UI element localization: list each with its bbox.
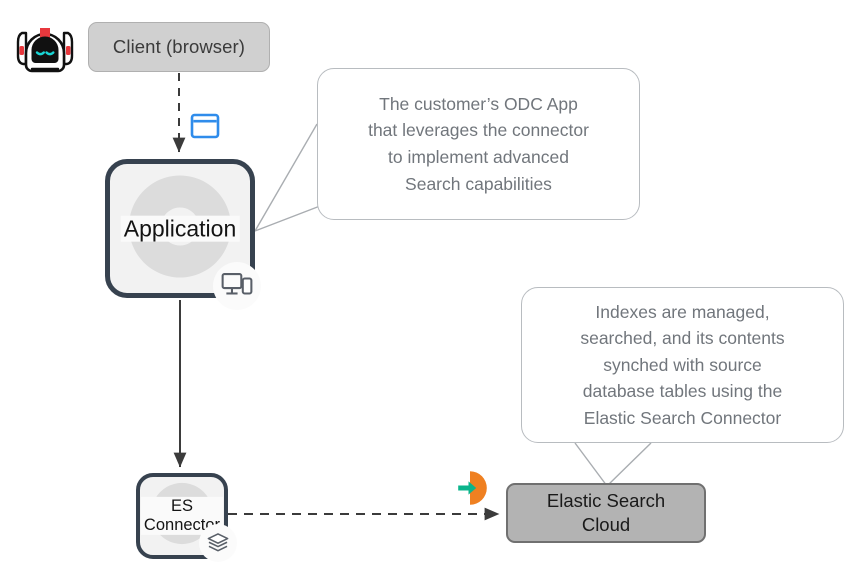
browser-window-icon <box>190 113 220 139</box>
responsive-devices-icon <box>213 262 261 310</box>
callout-application-line-1: The customer’s ODC App <box>379 93 578 114</box>
callout-elastic-note: Indexes are managed, searched, and its c… <box>521 287 844 443</box>
es-connector-label-line1: ES <box>170 496 194 515</box>
outsystems-logo-watermark <box>125 171 235 286</box>
elastic-logo-icon <box>457 470 495 506</box>
application-label: Application <box>120 215 240 242</box>
stacked-layers-icon <box>199 524 237 562</box>
callout-application-line-3: to implement advanced <box>388 147 569 167</box>
callout-leader-application <box>254 123 321 232</box>
client-browser-label: Client (browser) <box>112 36 246 57</box>
astronaut-helmet-icon <box>13 17 77 81</box>
es-connector-node[interactable]: ES Connector <box>136 473 228 559</box>
client-browser-node[interactable]: Client (browser) <box>88 22 270 72</box>
callout-leader-elastic <box>574 442 652 487</box>
callout-elastic-line-5: Elastic Search Connector <box>583 407 782 428</box>
elastic-search-cloud-label: Elastic Search Cloud <box>547 489 665 536</box>
elastic-search-cloud-label-line1: Elastic Search <box>546 490 666 512</box>
callout-elastic-line-2: searched, and its contents <box>580 328 785 349</box>
callout-elastic-line-4: database tables using the <box>582 381 783 402</box>
callout-application-line-4: Search capabilities <box>405 173 552 194</box>
callout-application-note: The customer’s ODC App that leverages th… <box>317 68 640 220</box>
callout-elastic-line-3: synched with source <box>603 354 762 375</box>
callout-application-line-2: that leverages the connector <box>368 120 589 141</box>
es-connector-label-line2: Connector <box>143 516 221 534</box>
callout-elastic-line-1: Indexes are managed, <box>595 301 770 322</box>
elastic-search-cloud-label-line2: Cloud <box>581 514 631 535</box>
elastic-search-cloud-node[interactable]: Elastic Search Cloud <box>506 483 706 543</box>
